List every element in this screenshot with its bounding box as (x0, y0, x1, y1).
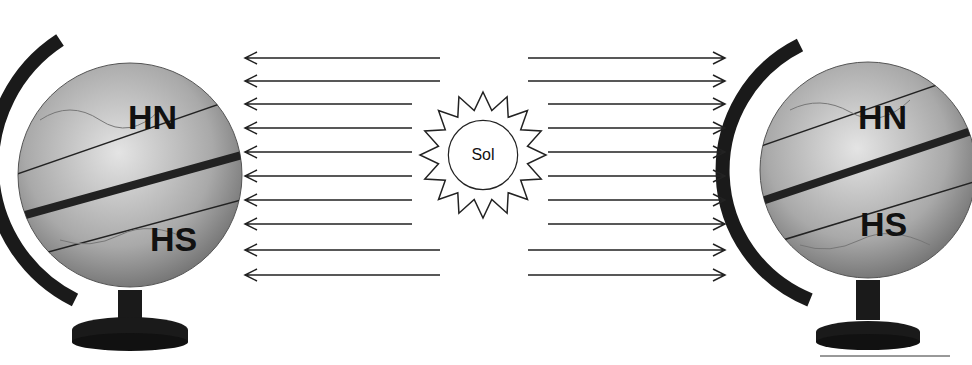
right-globe (723, 45, 972, 356)
globe-sphere (18, 63, 242, 287)
sun-rays (245, 52, 725, 281)
left-globe (0, 40, 260, 351)
ray-arrow (245, 218, 725, 230)
ray-arrow (245, 269, 725, 281)
ray-arrow (245, 75, 725, 87)
hemisphere-label: HN (858, 100, 907, 134)
hemisphere-label: HS (860, 207, 907, 241)
hemisphere-label: HS (150, 222, 197, 256)
sun-label: Sol (471, 146, 494, 164)
hemisphere-label: HN (128, 100, 177, 134)
ray-arrow (245, 52, 725, 64)
ray-arrow (245, 244, 725, 256)
sun-star: Sol (418, 90, 548, 220)
